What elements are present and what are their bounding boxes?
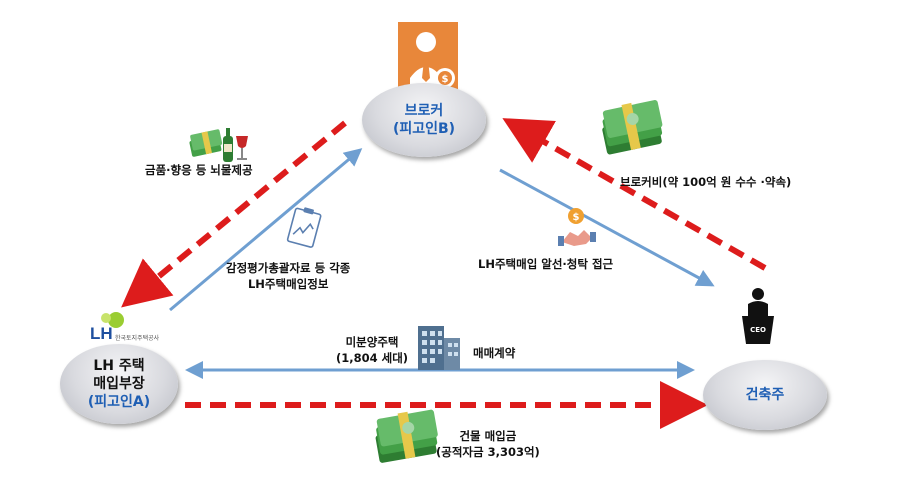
info-label-line1: 감정평가총괄자료 등 각종: [226, 261, 351, 275]
info-label: 감정평가총괄자료 등 각종 LH주택매입정보: [226, 260, 350, 292]
broker-title: 브로커: [404, 103, 444, 119]
info-label-line2: LH주택매입정보: [247, 277, 329, 291]
access-arrow: [499, 168, 715, 287]
gifts-icon: [189, 128, 248, 162]
broker-node: 브로커 (피고인B): [362, 83, 486, 157]
building-icon: [418, 326, 460, 370]
lh-subtitle: (피고인A): [87, 394, 151, 410]
svg-text:$: $: [573, 212, 580, 223]
builder-node: 건축주: [703, 360, 827, 430]
bribe-label: 금품·향응 등 뇌물제공: [145, 163, 253, 177]
payment-label-line2: (공적자금 3,303억): [436, 445, 540, 459]
svg-text:$: $: [442, 74, 449, 85]
lh-logo-icon: [101, 312, 124, 328]
lh-logo-text: LH: [90, 324, 113, 343]
unsold-label: 미분양주택 (1,804 세대): [336, 334, 408, 366]
info-arrow: [169, 148, 363, 312]
lh-title: LH 주택: [93, 358, 145, 374]
ceo-sign: CEO: [750, 326, 766, 334]
unsold-label-line1: 미분양주택: [345, 335, 399, 349]
broker-fee-label: 브로커비(약 100억 원 수수 ·약속): [620, 175, 792, 189]
money-stack-icon: [602, 100, 663, 155]
payment-label: 건물 매입금 (공적자금 3,303억): [436, 428, 540, 460]
document-chart-icon: [286, 207, 322, 248]
ceo-podium-icon: CEO: [742, 288, 774, 344]
access-label: LH주택매입 알선·청탁 접근: [478, 257, 614, 271]
broker-fee-arrow: [502, 118, 767, 271]
money-stack-icon: [375, 409, 438, 463]
contract-label: 매매계약: [473, 346, 516, 360]
handshake-icon: $: [558, 208, 596, 246]
lh-logo-subtitle: 한국토지주택공사: [115, 335, 160, 342]
builder-title: 건축주: [745, 387, 785, 403]
bribe-arrow: [121, 120, 347, 308]
unsold-label-line2: (1,804 세대): [336, 351, 409, 365]
payment-label-line1: 건물 매입금: [459, 429, 517, 443]
businessman-icon: $: [398, 22, 458, 92]
broker-subtitle: (피고인B): [392, 121, 456, 137]
lh-dept: 매입부장: [93, 376, 145, 392]
lh-node: LH 주택 매입부장 (피고인A): [60, 344, 178, 424]
